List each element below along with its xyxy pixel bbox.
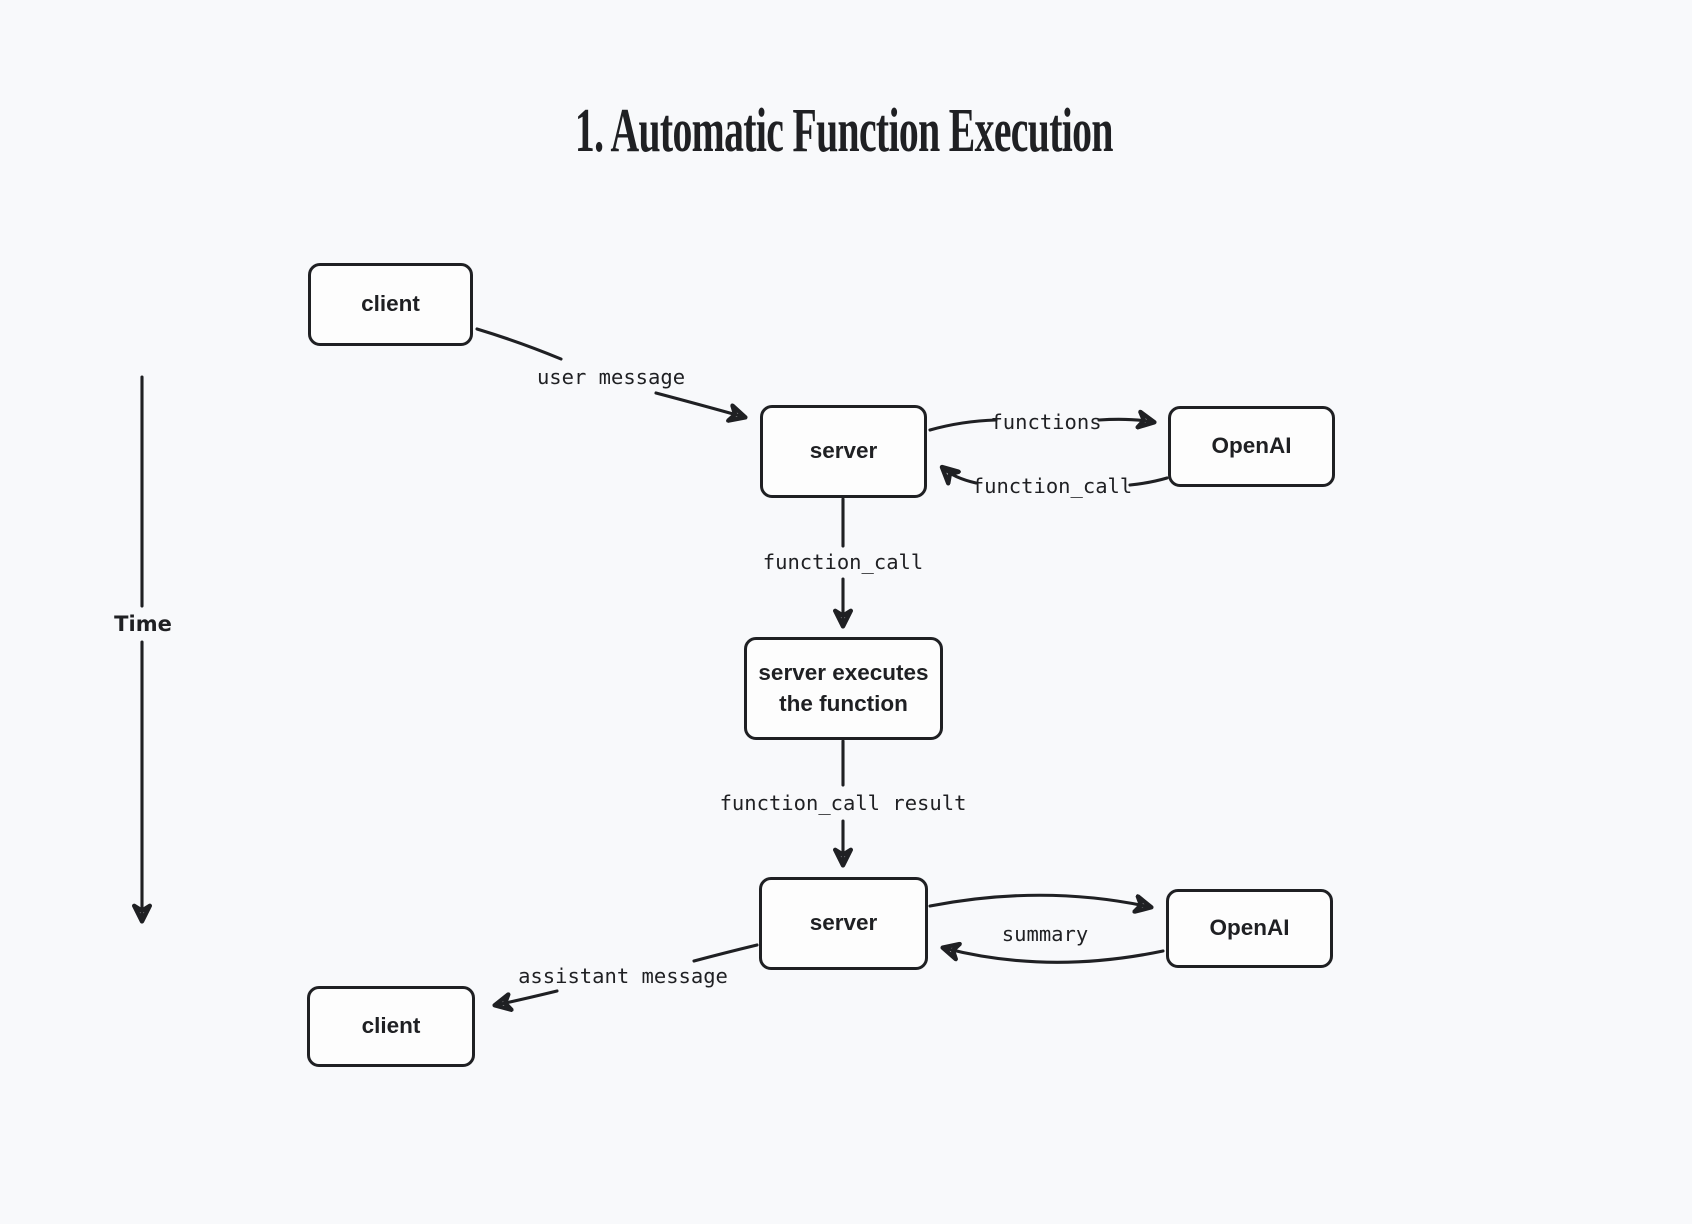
node-server-top: server (760, 405, 927, 498)
edge-label-function-call-return: function_call (971, 474, 1133, 498)
node-openai-bottom-label: OpenAI (1209, 915, 1290, 941)
edge-user-message-a (475, 327, 563, 361)
node-openai-top-label: OpenAI (1211, 433, 1292, 459)
node-client-bottom-label: client (361, 1013, 421, 1039)
node-server-executes-function: server executes the function (744, 637, 943, 740)
edge-summary-to-server (944, 948, 1165, 964)
edge-label-function-call-result: function_call result (719, 791, 967, 815)
node-openai-bottom: OpenAI (1166, 889, 1333, 968)
edge-summary-to-openai (928, 893, 1150, 907)
node-server-bottom-label: server (809, 910, 878, 936)
edge-function-call-return-a (1128, 476, 1169, 487)
edge-label-functions: functions (990, 410, 1102, 434)
edge-user-message-b (654, 391, 744, 417)
time-axis-label: Time (114, 612, 172, 636)
node-server-top-label: server (809, 438, 878, 464)
node-server-executes-function-label: server executes the function (758, 660, 929, 716)
edge-functions-b (1097, 419, 1153, 422)
edge-label-user-message: user message (536, 365, 686, 389)
edge-label-summary: summary (1001, 922, 1089, 946)
edge-label-assistant-message: assistant message (518, 964, 728, 988)
edge-assistant-message-b (496, 989, 559, 1005)
node-openai-top: OpenAI (1168, 406, 1335, 487)
node-client-bottom: client (307, 986, 475, 1067)
edge-assistant-message-a (692, 943, 759, 963)
node-client-top: client (308, 263, 473, 346)
page-title: 1. Automatic Function Execution (574, 97, 1114, 165)
edge-function-call-return-b (943, 468, 978, 483)
node-client-top-label: client (361, 291, 420, 317)
edge-functions-a (928, 418, 998, 432)
edge-label-function-call: function_call (762, 550, 924, 574)
node-server-bottom: server (759, 877, 928, 970)
